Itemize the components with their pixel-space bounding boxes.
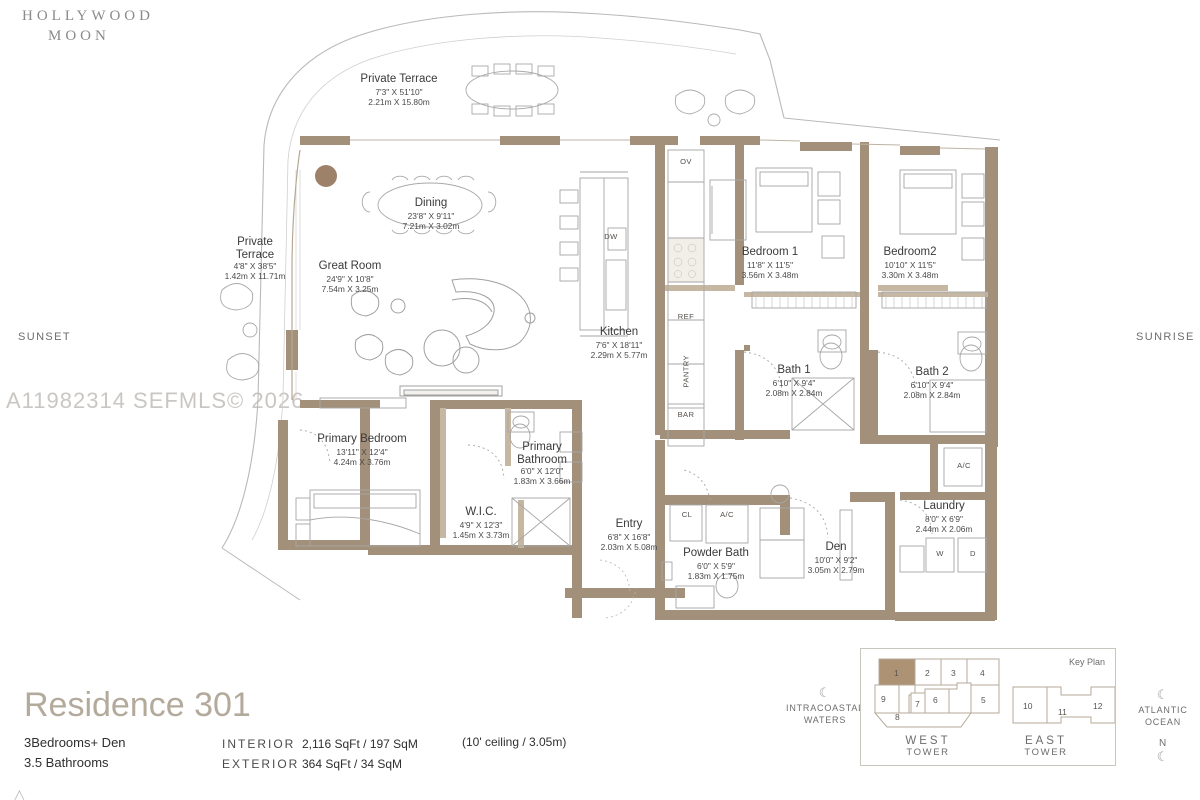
dishwasher-tag: DW <box>604 232 618 241</box>
moon-icon: ☾ <box>1156 749 1170 764</box>
north-label: N <box>1158 738 1168 749</box>
refrigerator-tag: REF <box>677 312 695 321</box>
west-tower-label: WEST TOWER <box>873 735 983 758</box>
key-plan-unit-10[interactable]: 10 <box>1023 701 1033 711</box>
oven-tag: OV <box>680 157 692 166</box>
brand-line-1: HOLLYWOOD <box>22 8 154 24</box>
orientation-label-sunset: SUNSET <box>18 331 72 343</box>
key-plan-unit-11[interactable]: 11 <box>1058 707 1067 717</box>
key-plan-unit-7[interactable]: 7 <box>915 699 920 709</box>
intracoastal-waters-marker: ☾ INTRACOASTAL WATERS <box>775 686 875 726</box>
key-plan-unit-5[interactable]: 5 <box>981 695 986 705</box>
atlantic-line-1: ATLANTIC <box>1138 705 1188 715</box>
moon-icon: ☾ <box>818 685 832 700</box>
ac-entry-tag: A/C <box>720 510 734 519</box>
exterior-key: EXTERIOR <box>222 757 300 771</box>
east-tower-label: EAST TOWER <box>991 735 1101 758</box>
closet-tag: CL <box>681 510 693 519</box>
residence-spec-summary: 3Bedrooms+ Den 3.5 Bathrooms <box>24 733 126 773</box>
key-plan-unit-4[interactable]: 4 <box>980 668 985 678</box>
washer-tag: W <box>936 549 944 558</box>
east-tower-line-1: EAST <box>1024 735 1068 747</box>
brand-line-2: MOON <box>48 28 110 44</box>
intracoastal-line-1: INTRACOASTAL <box>786 703 864 713</box>
footer-logo-mark: △ <box>14 786 25 800</box>
key-plan-unit-3[interactable]: 3 <box>951 668 956 678</box>
floor-plan-drawing <box>220 11 1001 621</box>
exterior-value: 364 SqFt / 34 SqM <box>302 757 403 771</box>
key-plan-unit-2[interactable]: 2 <box>925 668 930 678</box>
key-plan-unit-9[interactable]: 9 <box>881 694 886 704</box>
key-plan: Key Plan 1 2 3 <box>860 648 1116 766</box>
pantry-tag: PANTRY <box>681 354 691 388</box>
east-tower-line-2: TOWER <box>1024 747 1068 758</box>
mls-watermark: A11982314 SEFMLS© 2026 <box>6 388 305 413</box>
interior-row: INTERIOR 2,116 SqFt / 197 SqM <box>222 734 418 754</box>
key-plan-unit-6[interactable]: 6 <box>933 695 938 705</box>
interior-key: INTERIOR <box>222 737 296 751</box>
bar-tag: BAR <box>677 410 695 419</box>
moon-icon: ☾ <box>1156 687 1170 702</box>
page-title: Residence 301 <box>24 686 251 724</box>
interior-value: 2,116 SqFt / 197 SqM <box>302 737 418 751</box>
key-plan-unit-12[interactable]: 12 <box>1093 701 1103 711</box>
intracoastal-line-2: WATERS <box>803 715 847 725</box>
west-tower-line-2: TOWER <box>906 747 950 758</box>
west-tower-line-1: WEST <box>905 735 951 747</box>
bedrooms-line: 3Bedrooms+ Den <box>24 735 126 750</box>
bathrooms-line: 3.5 Bathrooms <box>24 755 109 770</box>
atlantic-line-2: OCEAN <box>1144 717 1181 727</box>
key-plan-unit-1[interactable]: 1 <box>894 668 899 678</box>
brand-logo: HOLLYWOOD MOON <box>22 6 154 46</box>
ceiling-height-note: (10' ceiling / 3.05m) <box>462 735 567 749</box>
dryer-tag: D <box>970 549 976 558</box>
key-plan-title: Key Plan <box>1068 657 1105 667</box>
ac-laundry-tag: A/C <box>957 461 971 470</box>
key-plan-unit-8[interactable]: 8 <box>895 712 900 722</box>
north-compass-marker: N ☾ <box>1128 738 1198 766</box>
atlantic-ocean-marker: ☾ ATLANTIC OCEAN <box>1128 688 1198 728</box>
orientation-label-sunrise: SUNRISE <box>1136 331 1195 343</box>
